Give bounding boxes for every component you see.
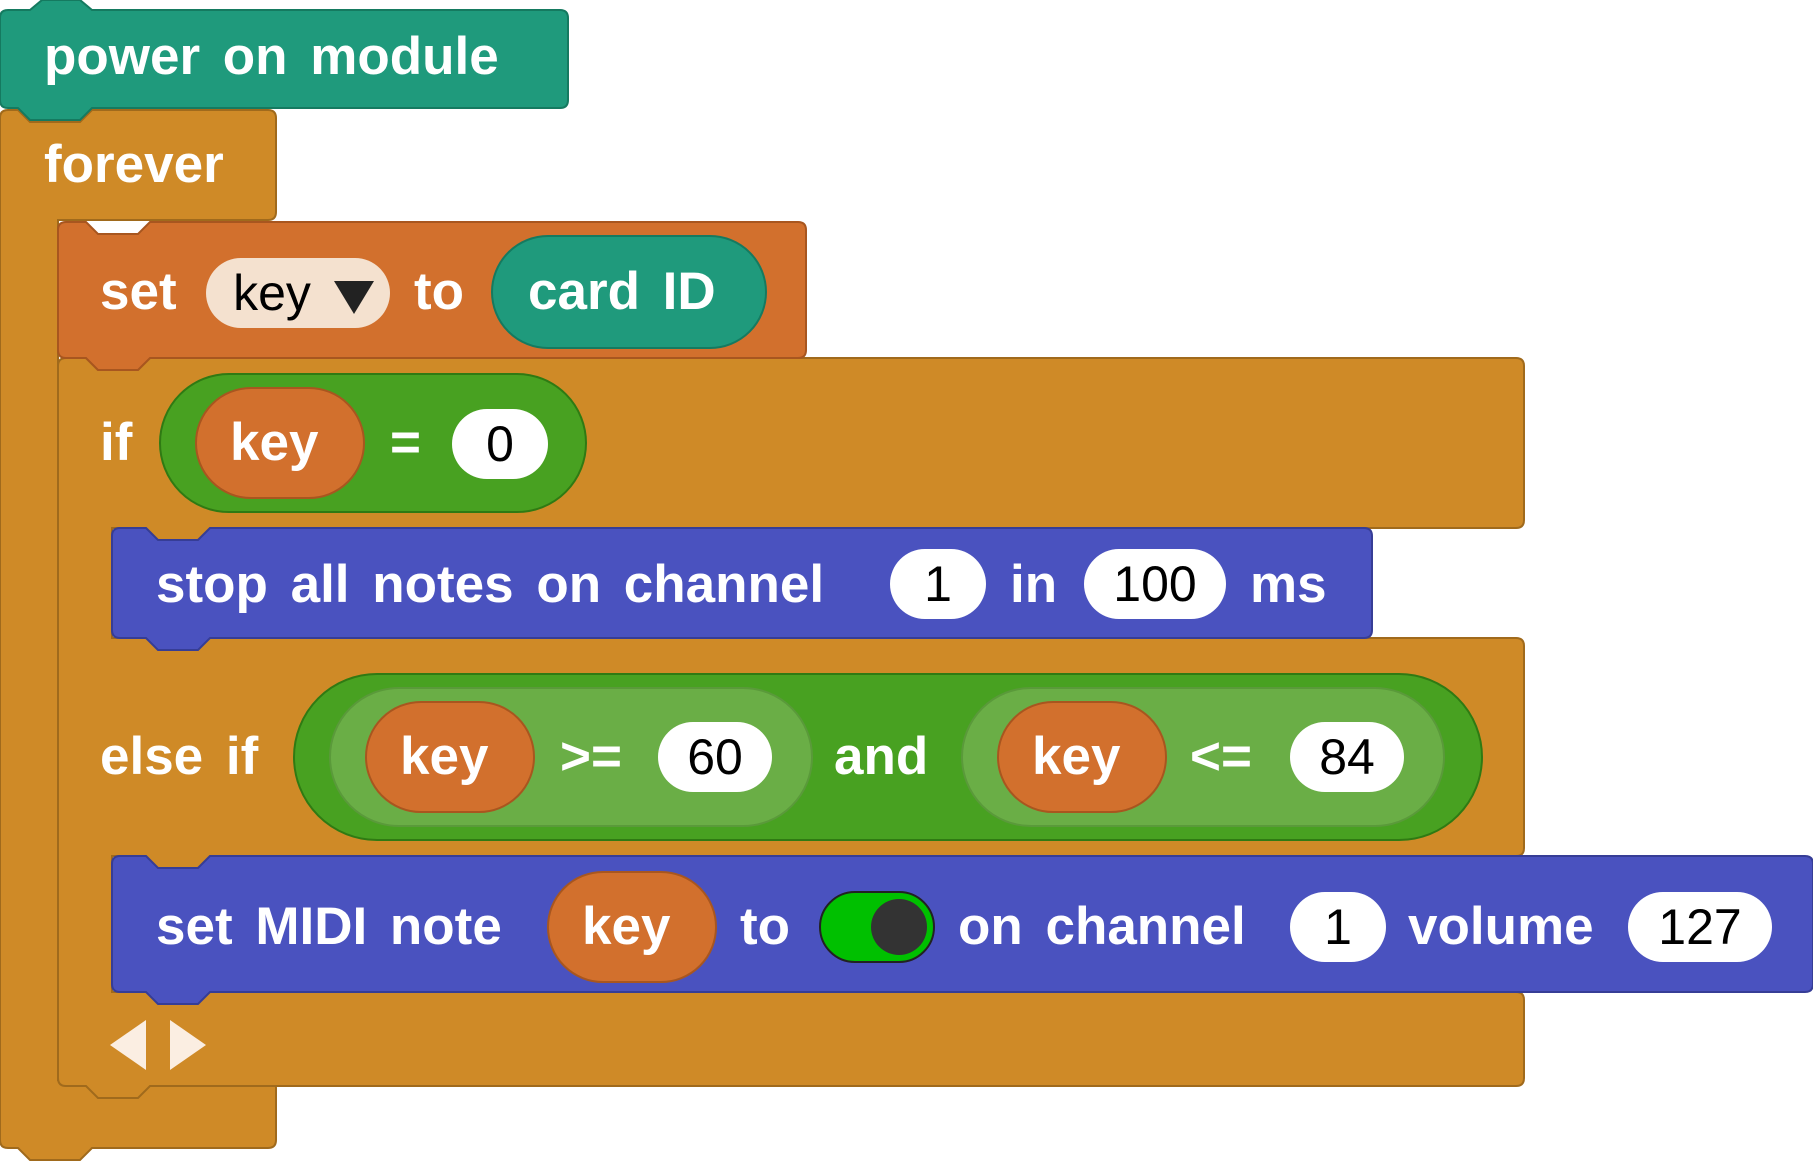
- midi-channel-label: on channel: [958, 897, 1246, 956]
- right-value-input[interactable]: [1290, 722, 1404, 792]
- key-dropdown-value: key: [233, 265, 311, 321]
- midi-volume-value: 127: [1658, 899, 1742, 955]
- set-midi-note-block[interactable]: [111, 855, 1813, 1005]
- else-if-label: else if: [100, 727, 259, 786]
- key-dropdown[interactable]: [206, 258, 390, 328]
- forever-label: forever: [44, 135, 224, 194]
- if-label: if: [100, 413, 133, 472]
- set-label: set: [100, 262, 177, 321]
- card-id-label: card ID: [528, 262, 716, 321]
- power-on-module-block[interactable]: [0, 0, 569, 121]
- left-value: 60: [687, 729, 743, 785]
- midi-channel-input[interactable]: [1290, 892, 1386, 962]
- stop-channel-input[interactable]: [890, 549, 986, 619]
- midi-key-reporter[interactable]: [547, 871, 717, 983]
- stop-notes-label: stop all notes on channel: [156, 555, 825, 614]
- stop-in-label: in: [1010, 555, 1058, 614]
- if-key-label: key: [230, 413, 319, 472]
- stop-all-notes-block[interactable]: [111, 527, 1373, 651]
- midi-key-label: key: [582, 897, 671, 956]
- right-operator: <=: [1190, 727, 1252, 786]
- stop-ms-label: ms: [1250, 555, 1327, 614]
- stop-duration-value: 100: [1113, 556, 1197, 612]
- right-value: 84: [1319, 729, 1375, 785]
- and-label: and: [834, 727, 929, 786]
- midi-toggle-knob: [871, 899, 927, 955]
- add-else-if-icon[interactable]: [170, 1020, 206, 1070]
- set-to-label: to: [414, 262, 465, 321]
- dropdown-arrow-icon: [334, 281, 374, 314]
- set-midi-label: set MIDI note: [156, 897, 502, 956]
- midi-to-label: to: [740, 897, 791, 956]
- midi-volume-input[interactable]: [1628, 892, 1772, 962]
- right-key-reporter[interactable]: [997, 701, 1167, 813]
- left-value-input[interactable]: [658, 722, 772, 792]
- hat-label: power on module: [44, 27, 499, 86]
- left-key-reporter[interactable]: [365, 701, 535, 813]
- right-key-label: key: [1032, 727, 1121, 786]
- card-id-reporter[interactable]: [491, 235, 767, 349]
- midi-volume-label: volume: [1408, 897, 1594, 956]
- left-operator: >=: [560, 727, 622, 786]
- remove-else-if-icon[interactable]: [110, 1020, 146, 1070]
- if-key-reporter[interactable]: [195, 387, 365, 499]
- stop-duration-input[interactable]: [1084, 549, 1226, 619]
- if-value: 0: [486, 416, 514, 472]
- midi-channel-value: 1: [1324, 899, 1352, 955]
- left-key-label: key: [400, 727, 489, 786]
- stop-channel-value: 1: [924, 556, 952, 612]
- if-operator: =: [390, 413, 421, 472]
- if-value-input[interactable]: [452, 409, 548, 479]
